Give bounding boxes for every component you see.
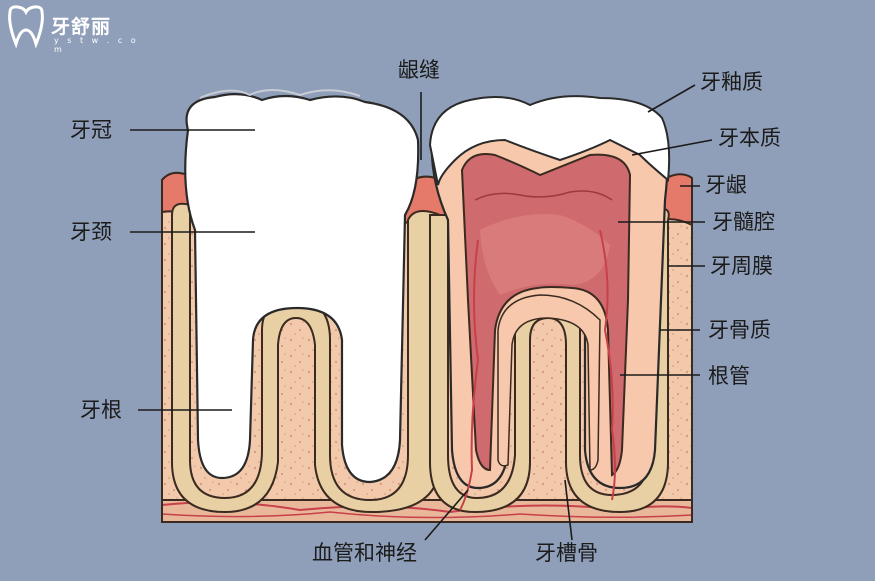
label-alveolar-bone: 牙槽骨 — [535, 541, 598, 565]
label-neck: 牙颈 — [70, 220, 112, 244]
label-root-canal: 根管 — [708, 364, 750, 388]
label-cementum: 牙骨质 — [708, 318, 771, 342]
left-tooth — [184, 89, 420, 484]
tooth-logo-icon — [8, 5, 44, 49]
leader-enamel — [647, 84, 696, 113]
leader-vessels — [424, 489, 469, 541]
right-tooth — [428, 95, 671, 511]
label-enamel: 牙釉质 — [700, 70, 763, 94]
label-vessels-nerves: 血管和神经 — [312, 541, 417, 565]
label-gum: 牙龈 — [705, 173, 747, 197]
brand-logo: 牙舒丽 y s t w . c o m — [4, 4, 144, 54]
brand-domain: y s t w . c o m — [54, 36, 139, 54]
left-tooth-socket — [171, 202, 441, 514]
leader-alveolar — [564, 479, 573, 541]
label-dentin: 牙本质 — [718, 126, 781, 150]
leader-dentin — [631, 139, 713, 156]
leader-lines — [130, 84, 713, 541]
label-crown: 牙冠 — [70, 118, 112, 142]
label-periodontal-membrane: 牙周膜 — [710, 254, 773, 278]
brand-name: 牙舒丽 — [51, 16, 112, 38]
label-gum-groove: 龈缝 — [398, 58, 440, 82]
label-root: 牙根 — [80, 398, 122, 422]
label-pulp-cavity: 牙髓腔 — [712, 210, 775, 234]
